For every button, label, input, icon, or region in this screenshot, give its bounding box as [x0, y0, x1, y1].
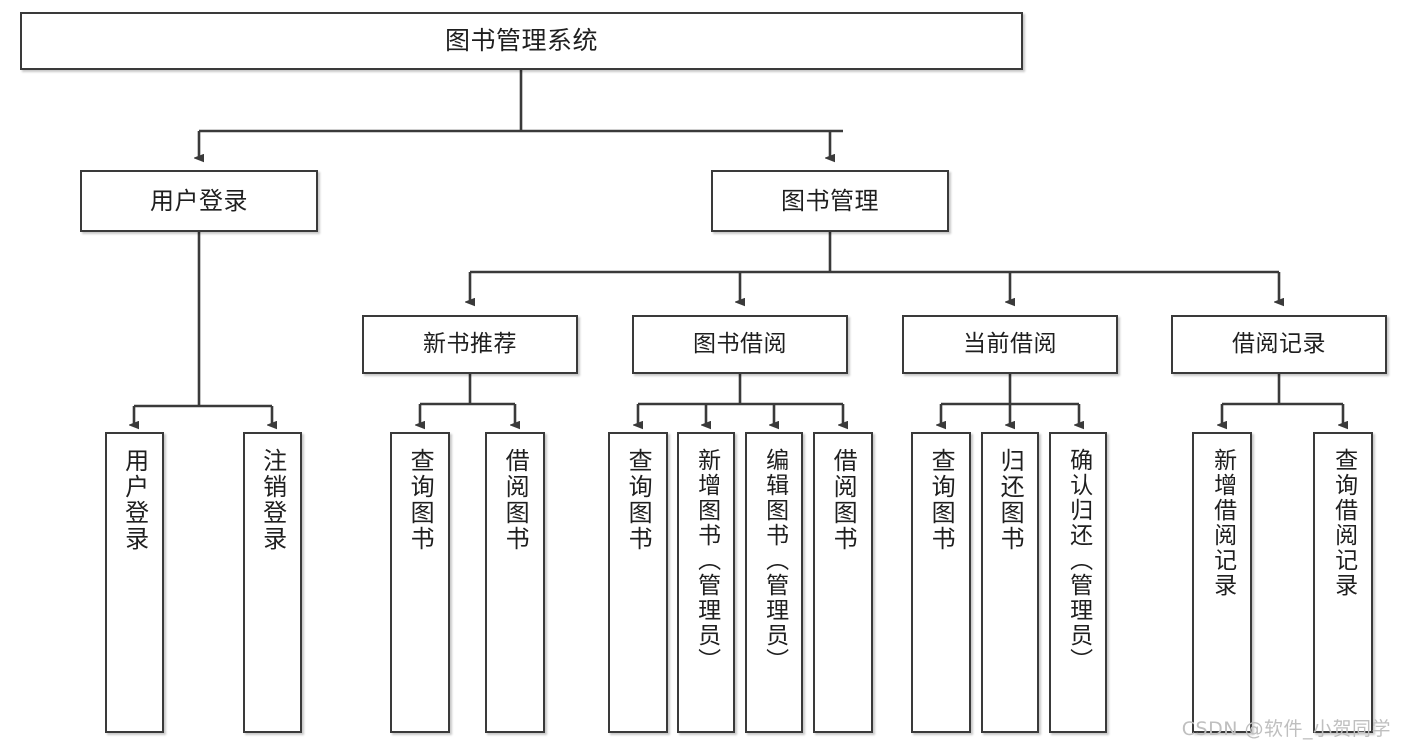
leaf-logout[interactable]: 注销登录	[243, 432, 302, 733]
leaf-current-confirm-return-admin[interactable]: 确认归还（管理员）	[1049, 432, 1107, 733]
node-label: 查询图书	[624, 448, 653, 552]
node-label: 借阅图书	[501, 448, 530, 552]
leaf-user-login[interactable]: 用户登录	[105, 432, 164, 733]
node-label: 用户登录	[120, 448, 149, 552]
leaf-borrow-borrow-book[interactable]: 借阅图书	[813, 432, 873, 733]
leaf-borrow-add-book-admin[interactable]: 新增图书（管理员）	[677, 432, 735, 733]
node-label: 图书管理	[781, 186, 879, 215]
node-label: 查询图书	[927, 448, 956, 552]
node-label: 图书管理系统	[444, 26, 598, 55]
leaf-new-book-borrow-book[interactable]: 借阅图书	[485, 432, 545, 733]
node-label: 查询借阅记录	[1330, 448, 1357, 598]
node-label: 借阅图书	[829, 448, 858, 552]
node-label: 当前借阅	[963, 330, 1057, 357]
leaf-record-query-borrow-record[interactable]: 查询借阅记录	[1313, 432, 1373, 733]
leaf-borrow-edit-book-admin[interactable]: 编辑图书（管理员）	[745, 432, 803, 733]
node-label: 查询图书	[406, 448, 435, 552]
node-book-management[interactable]: 图书管理	[711, 170, 949, 232]
node-label: 新增图书（管理员）	[693, 448, 720, 673]
node-label: 图书借阅	[693, 330, 787, 357]
node-book-borrow[interactable]: 图书借阅	[632, 315, 848, 374]
node-label: 借阅记录	[1232, 330, 1326, 357]
node-current-borrow[interactable]: 当前借阅	[902, 315, 1118, 374]
leaf-current-query-book[interactable]: 查询图书	[911, 432, 971, 733]
leaf-borrow-query-book[interactable]: 查询图书	[608, 432, 668, 733]
node-new-book-recommend[interactable]: 新书推荐	[362, 315, 578, 374]
node-label: 归还图书	[996, 448, 1025, 552]
node-book-management-system[interactable]: 图书管理系统	[20, 12, 1023, 70]
node-label: 注销登录	[258, 448, 287, 552]
leaf-current-return-book[interactable]: 归还图书	[981, 432, 1039, 733]
csdn-watermark: CSDN @软件_小贺同学	[1181, 718, 1391, 740]
leaf-new-book-query-book[interactable]: 查询图书	[390, 432, 450, 733]
node-label: 新增借阅记录	[1209, 448, 1236, 598]
node-user-login[interactable]: 用户登录	[80, 170, 318, 232]
node-label: 确认归还（管理员）	[1065, 448, 1092, 673]
node-label: 用户登录	[150, 186, 248, 215]
node-label: 新书推荐	[423, 330, 517, 357]
node-label: 编辑图书（管理员）	[761, 448, 788, 673]
leaf-record-add-borrow-record[interactable]: 新增借阅记录	[1192, 432, 1252, 733]
node-borrow-record[interactable]: 借阅记录	[1171, 315, 1387, 374]
